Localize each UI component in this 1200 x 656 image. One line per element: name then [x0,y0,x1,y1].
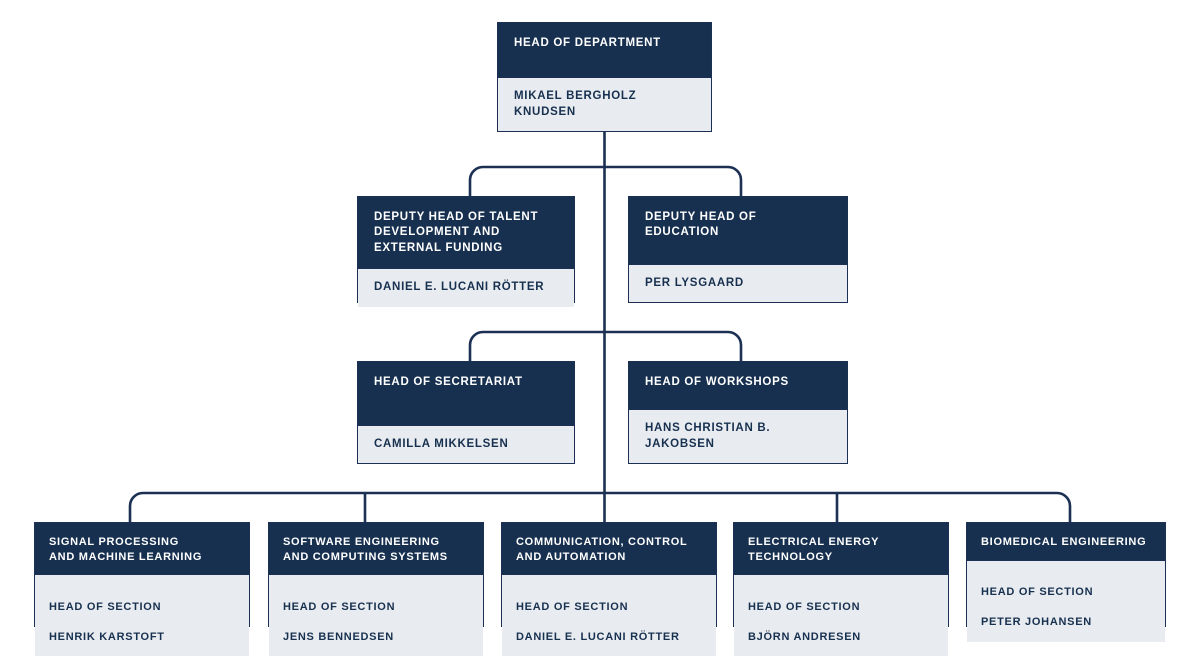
node-person: MIKAEL BERGHOLZ KNUDSEN [498,77,711,131]
node-section-biomedical-engineering[interactable]: BIOMEDICAL ENGINEERING HEAD OF SECTION P… [966,522,1166,642]
node-person-block: HEAD OF SECTION PETER JOHANSEN [967,559,1165,642]
node-title: COMMUNICATION, CONTROL AND AUTOMATION [516,536,688,563]
corner-deputy-2 [727,165,743,181]
corner-section-1 [128,491,144,507]
node-person-block: HEAD OF SECTION JENS BENNEDSEN [269,574,483,656]
node-title: SOFTWARE ENGINEERING AND COMPUTING SYSTE… [283,536,448,563]
corner-support-1 [468,330,484,346]
node-person: DANIEL E. LUCANI RÖTTER [516,630,680,643]
node-person-block: HEAD OF SECTION BJÖRN ANDRESEN [734,574,948,656]
node-title: SIGNAL PROCESSING AND MACHINE LEARNING [49,536,203,563]
node-head-of-workshops[interactable]: HEAD OF WORKSHOPS HANS CHRISTIAN B. JAKO… [628,361,848,464]
node-title: DEPUTY HEAD OF TALENT DEVELOPMENT AND EX… [374,211,539,254]
node-role: HEAD OF SECTION [283,601,396,614]
node-section-communication-control-and-automation[interactable]: COMMUNICATION, CONTROL AND AUTOMATION HE… [501,522,717,656]
node-role: HEAD OF SECTION [516,601,629,614]
corner-deputy-1 [468,165,484,181]
node-title: HEAD OF WORKSHOPS [645,376,789,388]
corner-support-2 [727,330,743,346]
node-person-block: HEAD OF SECTION DANIEL E. LUCANI RÖTTER [502,574,716,656]
node-section-electrical-energy-technology[interactable]: ELECTRICAL ENERGY TECHNOLOGY HEAD OF SEC… [733,522,949,656]
node-person: JENS BENNEDSEN [283,630,394,643]
node-person: HENRIK KARSTOFT [49,630,165,643]
node-role: HEAD OF SECTION [748,601,861,614]
node-title: DEPUTY HEAD OF EDUCATION [645,211,757,239]
node-head-of-department[interactable]: HEAD OF DEPARTMENT MIKAEL BERGHOLZ KNUDS… [497,22,712,132]
node-title: HEAD OF DEPARTMENT [514,37,661,49]
node-deputy-head-education[interactable]: DEPUTY HEAD OF EDUCATION PER LYSGAARD [628,196,848,303]
node-title: HEAD OF SECRETARIAT [374,376,523,388]
node-title: ELECTRICAL ENERGY TECHNOLOGY [748,536,880,563]
node-person-block: HEAD OF SECTION HENRIK KARSTOFT [35,574,249,656]
node-role: HEAD OF SECTION [981,586,1094,599]
node-person: PETER JOHANSEN [981,615,1092,628]
node-person: HANS CHRISTIAN B. JAKOBSEN [629,409,847,463]
node-person: CAMILLA MIKKELSEN [358,424,574,463]
node-section-signal-processing-and-machine-learning[interactable]: SIGNAL PROCESSING AND MACHINE LEARNING H… [34,522,250,656]
node-head-of-secretariat[interactable]: HEAD OF SECRETARIAT CAMILLA MIKKELSEN [357,361,575,464]
node-title: BIOMEDICAL ENGINEERING [981,536,1147,548]
corner-section-5 [1056,491,1072,507]
node-section-software-engineering-and-computing-systems[interactable]: SOFTWARE ENGINEERING AND COMPUTING SYSTE… [268,522,484,656]
node-person: PER LYSGAARD [629,263,847,302]
node-person: BJÖRN ANDRESEN [748,630,861,643]
node-person: DANIEL E. LUCANI RÖTTER [358,268,574,307]
node-deputy-head-talent-development[interactable]: DEPUTY HEAD OF TALENT DEVELOPMENT AND EX… [357,196,575,307]
node-role: HEAD OF SECTION [49,601,162,614]
